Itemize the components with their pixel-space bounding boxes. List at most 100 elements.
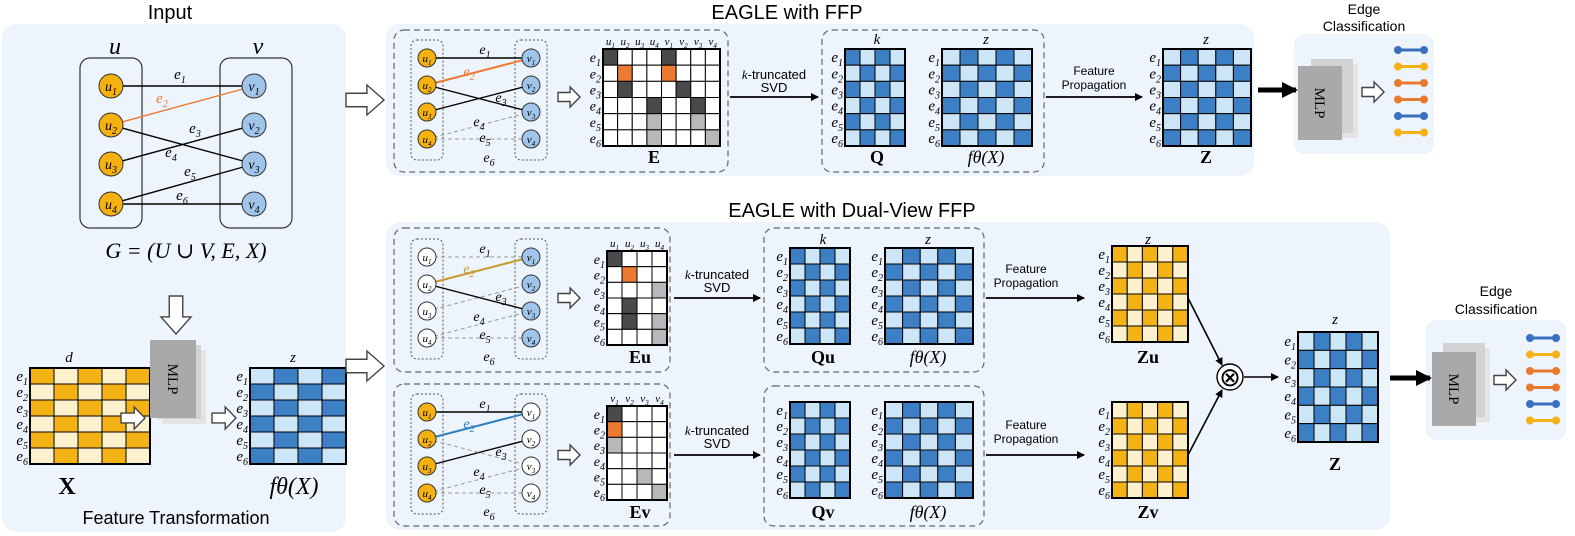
matrix-cell: [954, 295, 974, 313]
matrix-cell: [1172, 465, 1189, 483]
row-label: e3: [594, 284, 605, 302]
matrix-cell: [297, 383, 323, 401]
mini-edge-label: e3: [495, 91, 506, 109]
matrix-zv-label: Zv: [1137, 502, 1158, 522]
mini-v-node: [521, 402, 541, 422]
matrix-cell: [621, 405, 638, 423]
row-label: e6: [871, 329, 883, 348]
matrix-cell: [606, 405, 623, 423]
v-node-label: v2: [248, 119, 259, 137]
row-label: e6: [928, 131, 940, 150]
matrix-zu-dim: z: [1144, 232, 1151, 248]
mini-edge-label: e4: [473, 310, 484, 328]
svd-arrow-ev: k-truncated SVD: [674, 423, 761, 459]
matrix-f-du-label: fθ(X): [910, 347, 947, 368]
row-label: e1: [1098, 403, 1110, 422]
matrix-cell: [1126, 325, 1143, 343]
matrix-cell: [995, 113, 1015, 131]
v-set-box: [514, 238, 548, 360]
matrix-x-dim: d: [65, 350, 73, 366]
classified-edge-endpoint: [1526, 350, 1534, 359]
matrix-cell: [125, 383, 151, 401]
matrix-cell: [859, 64, 876, 82]
matrix-cell: [646, 113, 662, 131]
row-label: e3: [594, 439, 605, 457]
matrix-cell: [995, 97, 1015, 115]
matrix-cell: [804, 327, 821, 345]
matrix-cell: [1141, 465, 1159, 483]
matrix-ev-label: Ev: [629, 502, 650, 522]
matrix-cell: [804, 295, 821, 313]
matrix-cell: [690, 80, 706, 99]
matrix-cell: [636, 328, 653, 346]
matrix-cell: [1141, 261, 1159, 279]
row-label: e1: [1284, 334, 1296, 353]
matrix-cell: [661, 64, 677, 82]
matrix-cell: [804, 433, 821, 451]
matrix-cell: [844, 97, 861, 115]
matrix-cell: [874, 80, 891, 99]
mini-edge: [426, 438, 532, 467]
matrix-cell: [874, 64, 891, 82]
combine-operator: [1216, 363, 1244, 391]
matrix-cell: [789, 279, 806, 297]
row-label: e5: [236, 433, 248, 452]
matrix-cell: [636, 297, 653, 315]
matrix-cell: [834, 433, 851, 451]
mini-edge-label: e3: [495, 290, 506, 308]
mini-u-node-label: u3: [423, 306, 433, 320]
mini-u-node-label: u3: [423, 461, 433, 475]
classified-edge-endpoint: [1394, 112, 1402, 120]
matrix-cell: [819, 295, 836, 313]
matrix-cell: [602, 80, 619, 99]
row-label: e5: [1098, 311, 1110, 330]
set-v-box: [219, 57, 293, 229]
matrix-cell: [1111, 277, 1128, 295]
matrix-cell: [636, 421, 653, 438]
matrix-cell: [1329, 386, 1347, 406]
matrix-cell: [1297, 386, 1315, 406]
matrix-cell: [621, 313, 638, 330]
matrix-cell: [636, 313, 653, 330]
matrix-cell: [606, 313, 623, 330]
matrix-cell: [819, 327, 836, 345]
row-label: e4: [590, 100, 601, 118]
mini-v-node: [521, 301, 541, 321]
matrix-border: [1297, 331, 1379, 443]
matrix-cell: [804, 401, 821, 419]
matrix-cell: [77, 383, 103, 401]
matrix-cell: [804, 247, 821, 265]
matrix-cell: [1197, 80, 1217, 99]
matrix-cell: [273, 431, 299, 449]
matrix-cell: [621, 281, 638, 299]
matrix-cell: [1180, 113, 1199, 131]
matrix-cell: [1345, 404, 1363, 425]
matrix-cell: [1313, 423, 1331, 443]
matrix-border: [249, 367, 347, 465]
matrix-cell: [1013, 97, 1033, 115]
row-label: e1: [16, 369, 28, 388]
matrix-cell: [1013, 80, 1033, 99]
row-label: e6: [776, 483, 788, 502]
column-label: v4: [655, 393, 664, 407]
matrix-cell: [1180, 129, 1199, 147]
mini-edge-label: e1: [479, 242, 490, 260]
matrix-cell: [690, 64, 706, 82]
row-label: e4: [831, 99, 843, 118]
matrix-cell: [919, 481, 939, 499]
matrix-cell: [1215, 129, 1234, 147]
classified-edge-endpoint: [1420, 79, 1428, 87]
matrix-z-final-label: Z: [1329, 454, 1341, 474]
matrix-cell: [651, 436, 668, 454]
matrix-cell: [606, 328, 623, 346]
matrix-cell: [884, 311, 904, 329]
matrix-cell: [995, 80, 1015, 99]
matrix-border: [1111, 401, 1189, 499]
row-label: e2: [236, 385, 248, 404]
matrix-cell: [889, 129, 906, 147]
mini-v-node: [521, 247, 541, 267]
